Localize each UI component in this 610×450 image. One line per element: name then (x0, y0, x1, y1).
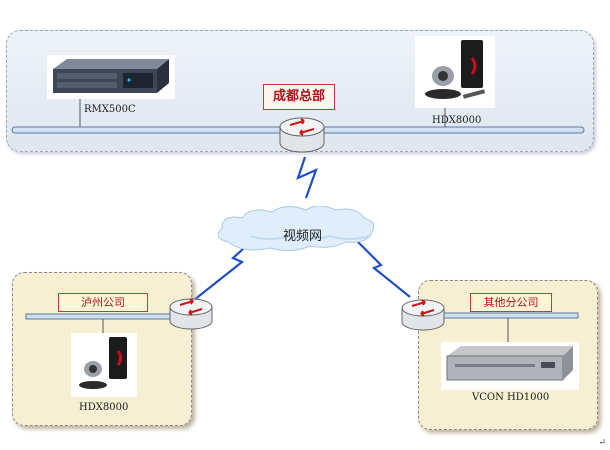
hq-hdx-label: HDX8000 (432, 115, 482, 126)
rmx-server-icon (47, 55, 175, 99)
branch-right-router-icon (401, 299, 445, 331)
hq-router-icon (279, 117, 325, 153)
hdx-codec-icon (415, 36, 495, 108)
vcon-device-icon (441, 342, 579, 390)
paragraph-mark: ↵ (598, 438, 606, 448)
cloud-icon (217, 206, 375, 252)
link-hq-cloud (296, 156, 318, 199)
link-cloud-right (355, 239, 411, 298)
branch-right-device-label: VCON HD1000 (472, 392, 550, 403)
cloud-label: 视频网 (283, 229, 323, 244)
branch-left-router-icon (169, 298, 213, 330)
branch-left-hdx-icon (71, 333, 137, 397)
headquarters-label: 成都总部 (263, 84, 335, 110)
rmx-device-label: RMX500C (84, 104, 136, 115)
branch-left-device-label: HDX8000 (79, 402, 129, 413)
branch-left-label: 泸州公司 (58, 293, 148, 312)
branch-right-label: 其他分公司 (470, 293, 552, 312)
